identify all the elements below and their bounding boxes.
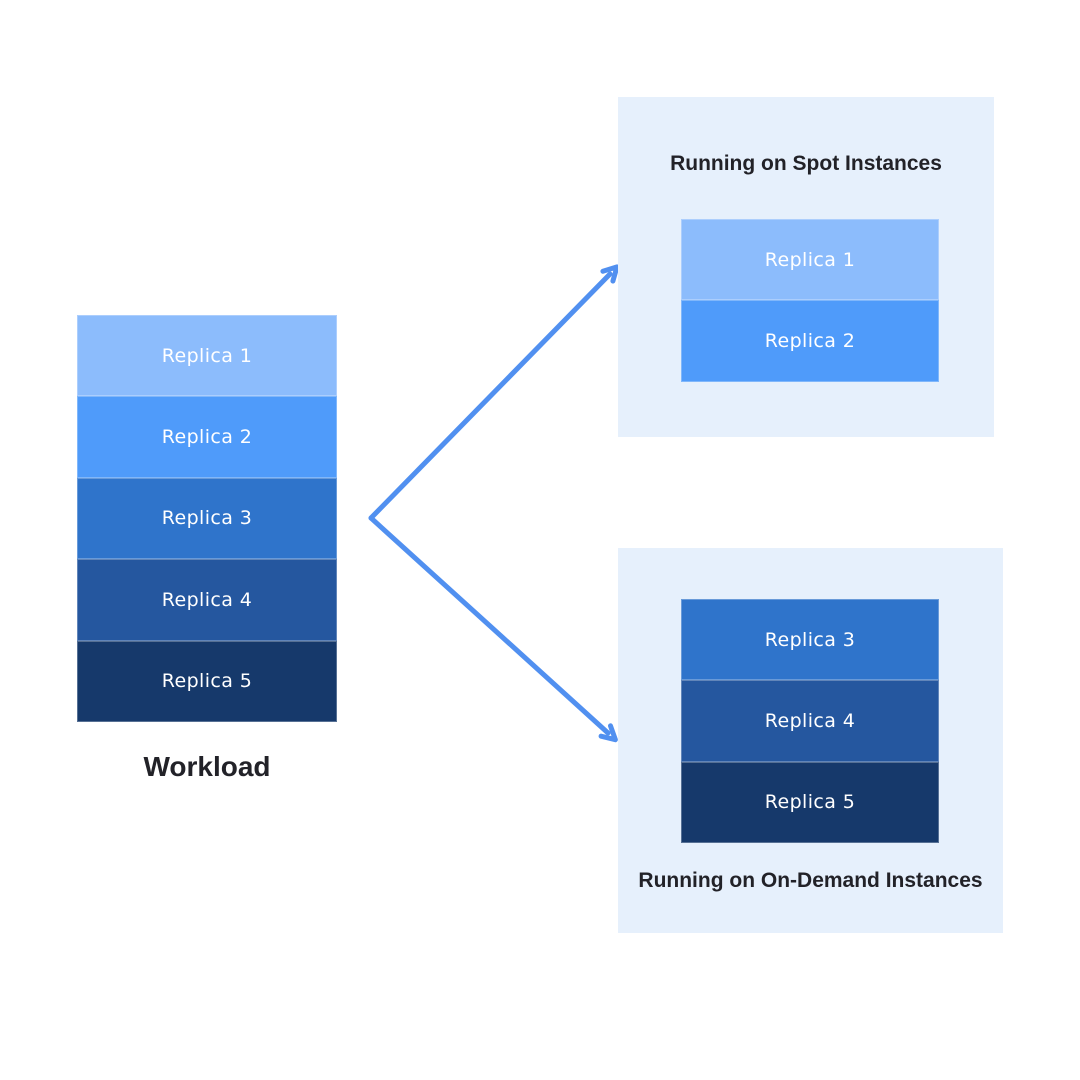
replica-block: Replica 4 [77, 559, 337, 641]
replica-label: Replica 2 [764, 330, 856, 353]
replica-block: Replica 2 [681, 300, 939, 382]
replica-label: Replica 1 [764, 248, 856, 271]
replica-block: Replica 5 [681, 761, 939, 844]
on-demand-instances-panel: Replica 3 Replica 4 Replica 5 Running on O… [618, 548, 1003, 933]
replica-label: Replica 2 [161, 426, 253, 449]
on-demand-replica-stack: Replica 3 Replica 4 Replica 5 [681, 599, 939, 844]
workload-label: Workload [143, 751, 271, 782]
replica-label: Replica 4 [161, 588, 253, 611]
replica-block: Replica 3 [77, 477, 337, 560]
arrow-to-on-demand-icon [368, 515, 618, 743]
replica-block: Replica 1 [681, 219, 939, 301]
replica-block: Replica 1 [77, 315, 337, 397]
replica-label: Replica 4 [764, 710, 856, 733]
replica-label: Replica 5 [764, 791, 856, 814]
replica-block: Replica 3 [681, 599, 939, 681]
on-demand-panel-title: Running on On-Demand Instances [638, 869, 983, 892]
replica-label: Replica 3 [161, 507, 253, 530]
spot-panel-title: Running on Spot Instances [670, 152, 942, 175]
replica-block: Replica 4 [681, 680, 939, 762]
replica-block: Replica 2 [77, 396, 337, 478]
spot-replica-stack: Replica 1 Replica 2 [681, 219, 939, 382]
replica-label: Replica 5 [161, 670, 253, 693]
replica-label: Replica 3 [764, 628, 856, 651]
arrow-to-spot-icon [368, 264, 620, 521]
workload-stack: Replica 1 Replica 2 Replica 3 Replica 4 Repl… [77, 315, 337, 722]
replica-label: Replica 1 [161, 344, 253, 367]
replica-block: Replica 5 [77, 640, 337, 722]
